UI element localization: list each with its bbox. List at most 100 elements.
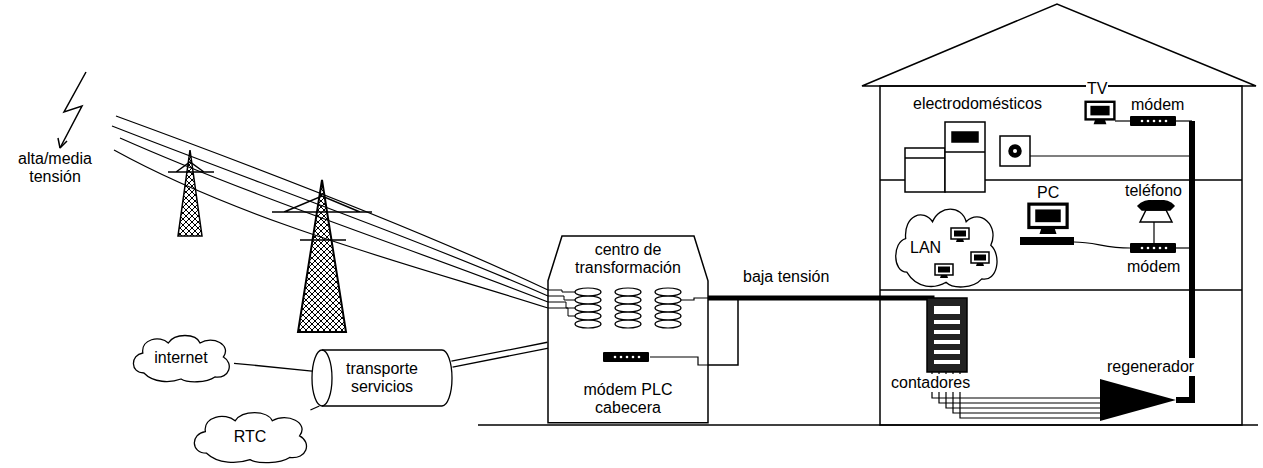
house-wiring [1074,242,1130,248]
building-outline [548,236,708,423]
computer-icon [971,252,989,266]
transformer-wire [681,298,708,300]
pylon [272,180,372,332]
computer-icon [951,228,969,242]
tv-icon [1086,102,1115,124]
transformer-coil [655,288,681,296]
node-text: RTC [234,428,267,446]
transformer-coil [615,304,641,312]
low-voltage-line [708,298,738,365]
appliances [1009,145,1021,157]
modem-wire [650,357,708,365]
appliances [1013,149,1017,153]
device-label: regenerador [1106,358,1195,376]
appliances [945,151,985,153]
device-label: PC [1036,184,1060,202]
node-outline [890,205,1002,289]
modem-icon [1130,243,1176,253]
transformer-wire [548,308,575,316]
device-label: módem [1126,258,1181,276]
tv-icon [1086,102,1115,124]
house-wiring [1153,222,1154,243]
house-wiring [953,372,1100,413]
house [862,4,1256,425]
line-label: baja tensión [742,268,830,286]
voltage-label: alta/media tensión [4,150,106,187]
computer-icon [935,264,953,278]
transformer-coil [615,320,641,328]
low-voltage-line [708,298,932,300]
connector-line [451,342,548,367]
transformer-wire [548,302,575,308]
appliances [945,122,985,192]
meter-cabinet [927,298,967,372]
substation-building: centro de transformaciónmódem PLC cabece… [548,236,708,423]
cloud-outline [194,413,306,463]
modem-icon [1130,116,1176,126]
appliances [952,132,978,142]
appliances [905,157,945,159]
node-text: LAN [910,239,941,257]
transformer-coil [575,304,601,312]
transformer-coil [615,296,641,304]
meter-cabinet [934,306,960,314]
network-cloud: RTC [188,410,312,464]
transformer-coil [575,320,601,328]
appliances [905,122,1030,192]
regenerator-symbol [1100,379,1176,421]
lightning-bolt [58,138,67,148]
meter-cabinet [934,360,960,364]
house-wiring [960,372,1100,418]
device-label: teléfono [1124,182,1183,200]
transformer-coil [575,312,601,320]
cloud-outline [133,336,229,382]
meter-cabinet [934,340,960,344]
lightning-bolt [60,72,86,148]
lan-cloud: LAN [890,205,1002,289]
connector-line [310,406,319,410]
device-label: TV [1086,80,1108,98]
cloud-outline [194,413,306,463]
transformer-coil [655,304,681,312]
phone-icon [1140,210,1172,222]
pc-icon [1029,204,1067,234]
phone-icon [1138,200,1174,210]
pc-icon [1020,237,1074,245]
cloud-outline [896,209,997,287]
phone-icon [1138,200,1174,222]
transformer-wire [548,296,575,300]
pylon [168,162,214,172]
meter-cabinet [934,330,960,334]
pylon [272,196,372,240]
appliances [1000,136,1030,166]
appliances [905,148,945,192]
device-label: electrodomésticos [912,95,1043,113]
node-text: transporte servicios [334,360,430,397]
low-voltage-line [708,298,932,365]
cloud-outline [133,336,229,382]
transformer-coil [655,296,681,304]
device-label: contadores [890,374,971,392]
connector-line [234,363,312,371]
cylinder-outline [312,350,452,406]
house [862,4,1256,86]
pylon [168,150,214,236]
network-cloud: internet [128,333,234,383]
house-wiring [1030,155,1192,156]
house [880,289,1242,291]
transformer-coil [575,288,601,296]
transformer-coil [615,288,641,296]
meter-cabinet [934,320,960,324]
modem-icon [1130,243,1176,253]
modem-icon [1130,116,1176,126]
meter-cabinet [927,298,967,372]
cloud-outline [896,209,997,287]
transformer-coil [655,312,681,320]
cylinder-outline [322,350,332,406]
modem-icon [603,352,649,362]
lightning-bolt [58,72,86,148]
transport-cylinder: transporte servicios [312,350,452,406]
device-label: módem [1130,96,1185,114]
pc-icon [1020,204,1074,245]
